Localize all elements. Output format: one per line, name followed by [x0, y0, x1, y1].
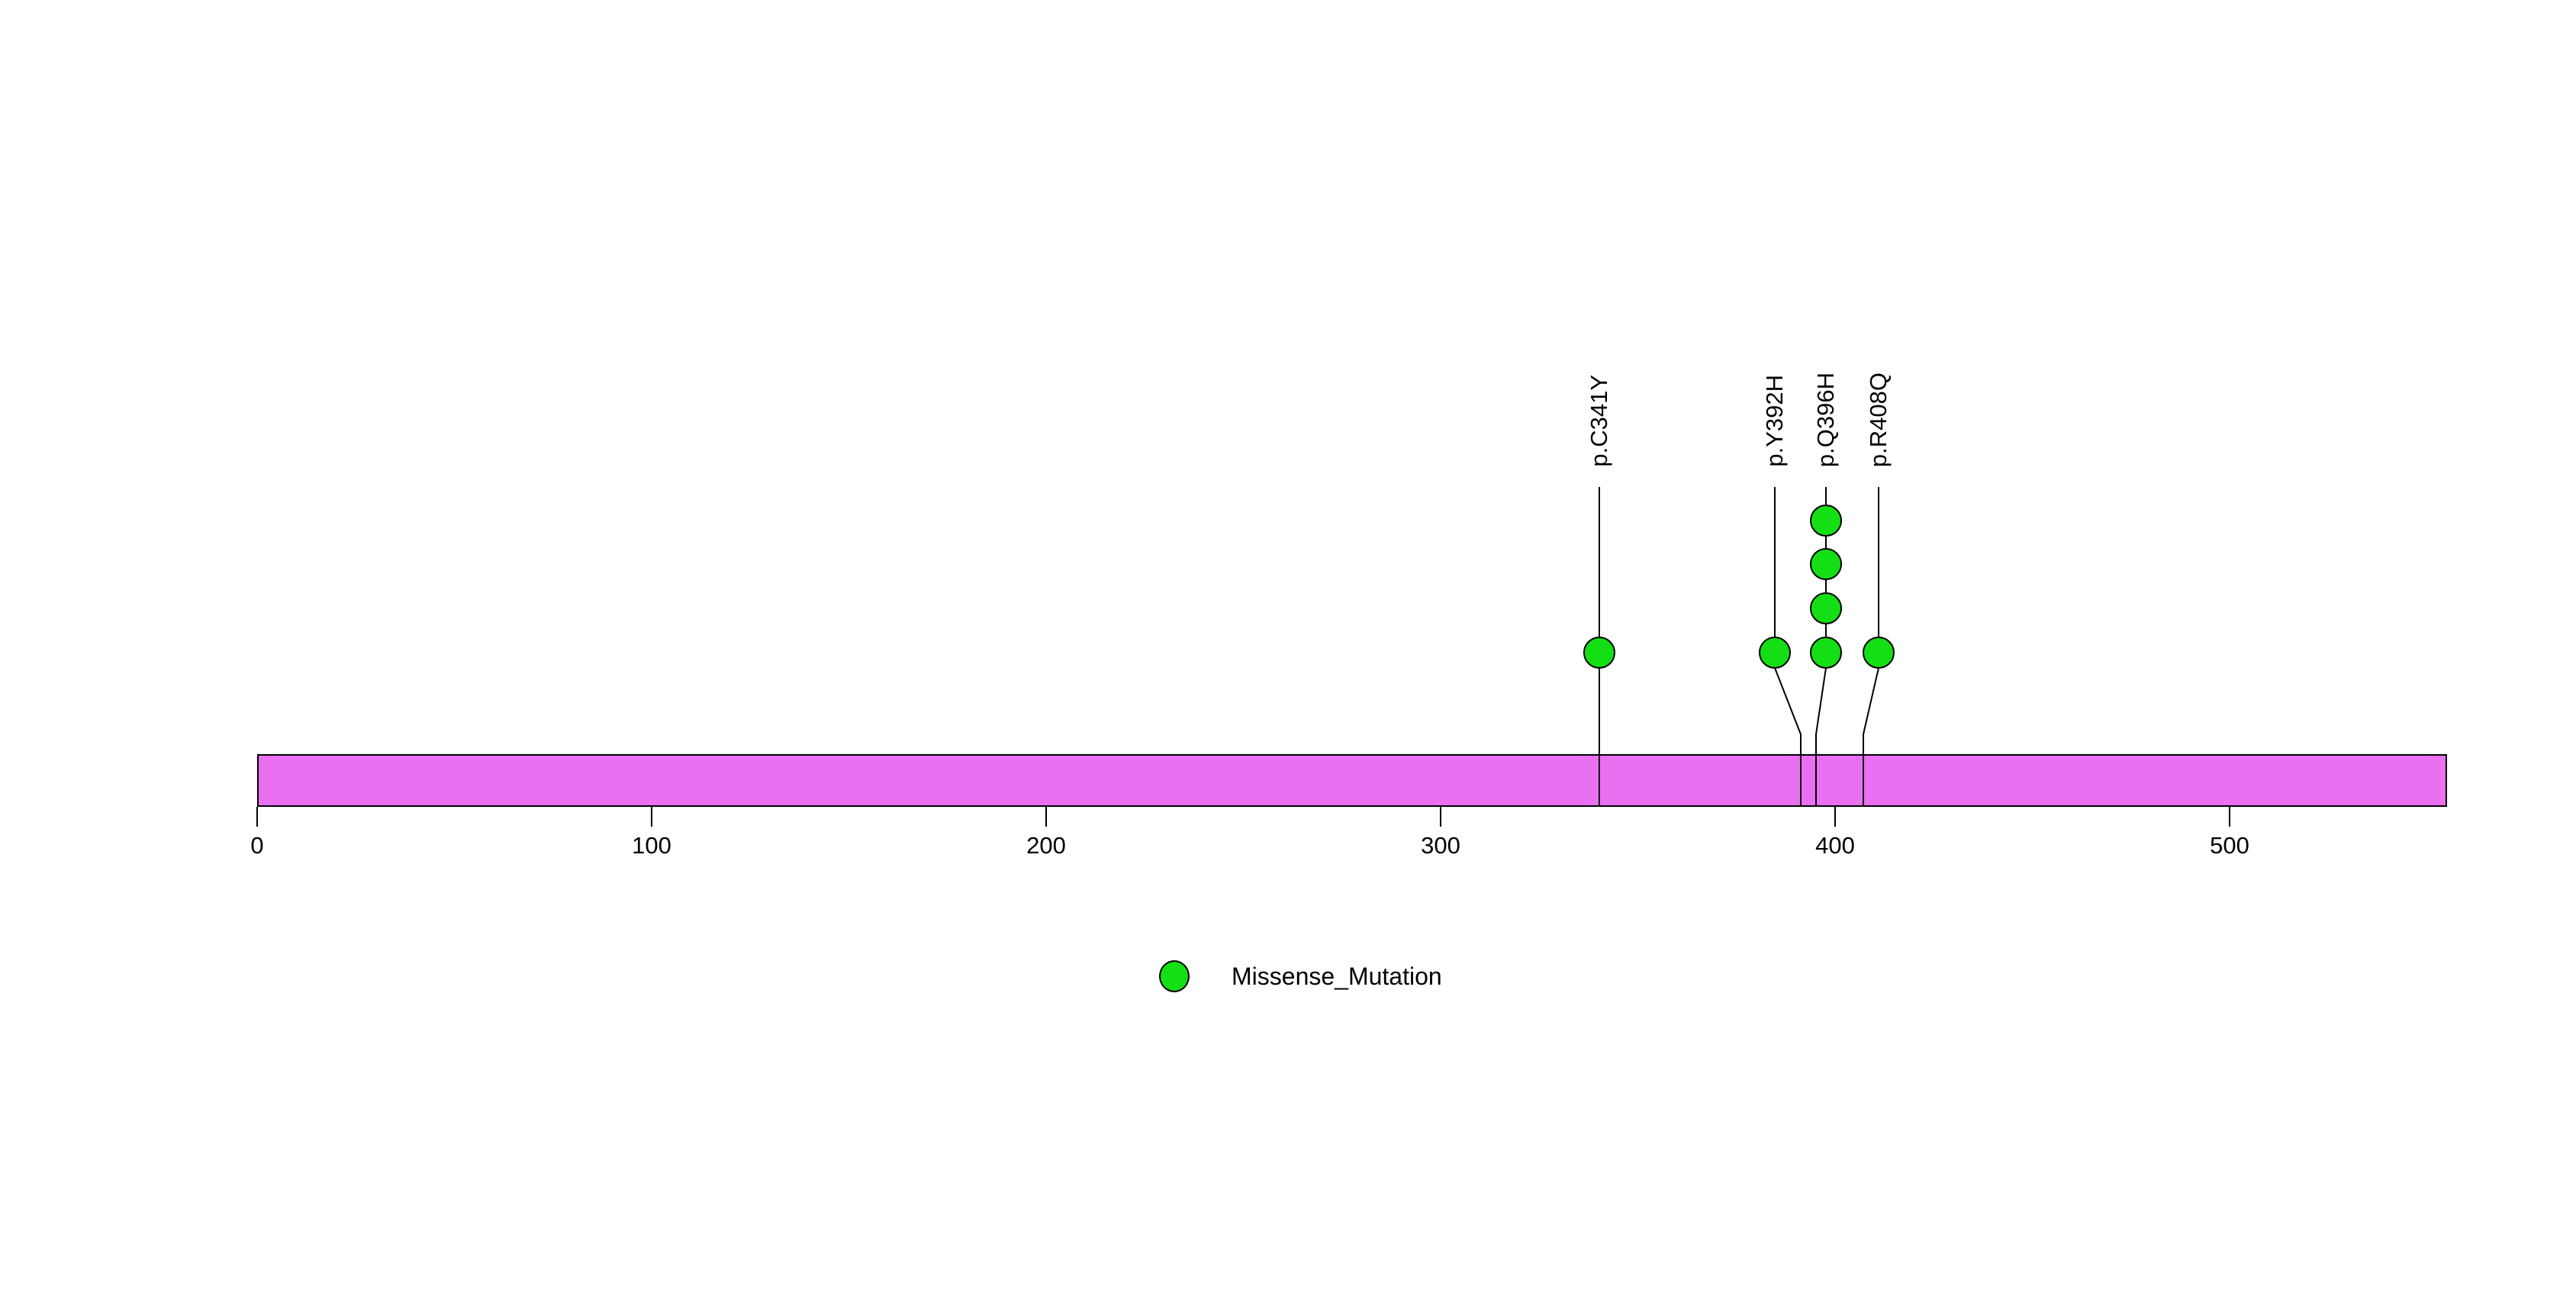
legend-label-missense: Missense_Mutation	[1232, 962, 1442, 990]
mutation-circle-q396h-4	[1810, 505, 1842, 537]
x-tick-label-500: 500	[2210, 832, 2249, 859]
mutation-circle-y392h	[1759, 637, 1791, 669]
mutation-circle-q396h-1	[1810, 637, 1842, 669]
legend-marker-missense-circle-icon	[1159, 960, 1190, 992]
legend: Missense_Mutation	[1159, 960, 1442, 992]
x-tick-label-100: 100	[632, 832, 671, 859]
x-tick-label-200: 200	[1026, 832, 1066, 859]
x-tick-400	[1834, 807, 1836, 827]
x-tick-200	[1045, 807, 1047, 827]
x-tick-label-400: 400	[1815, 832, 1855, 859]
stem-r408q	[1863, 487, 1879, 807]
x-tick-label-0: 0	[250, 832, 264, 859]
x-tick-500	[2229, 807, 2230, 827]
mutation-circle-q396h-2	[1810, 592, 1842, 624]
protein-bar	[257, 754, 2447, 807]
x-tick-300	[1440, 807, 1441, 827]
mutation-circle-q396h-3	[1810, 548, 1842, 580]
x-tick-label-300: 300	[1421, 832, 1460, 859]
stem-y392h	[1774, 487, 1802, 807]
x-tick-100	[651, 807, 652, 827]
mutation-circle-r408q	[1863, 637, 1895, 669]
x-tick-0	[256, 807, 258, 827]
mutation-circle-c341y	[1583, 637, 1615, 669]
